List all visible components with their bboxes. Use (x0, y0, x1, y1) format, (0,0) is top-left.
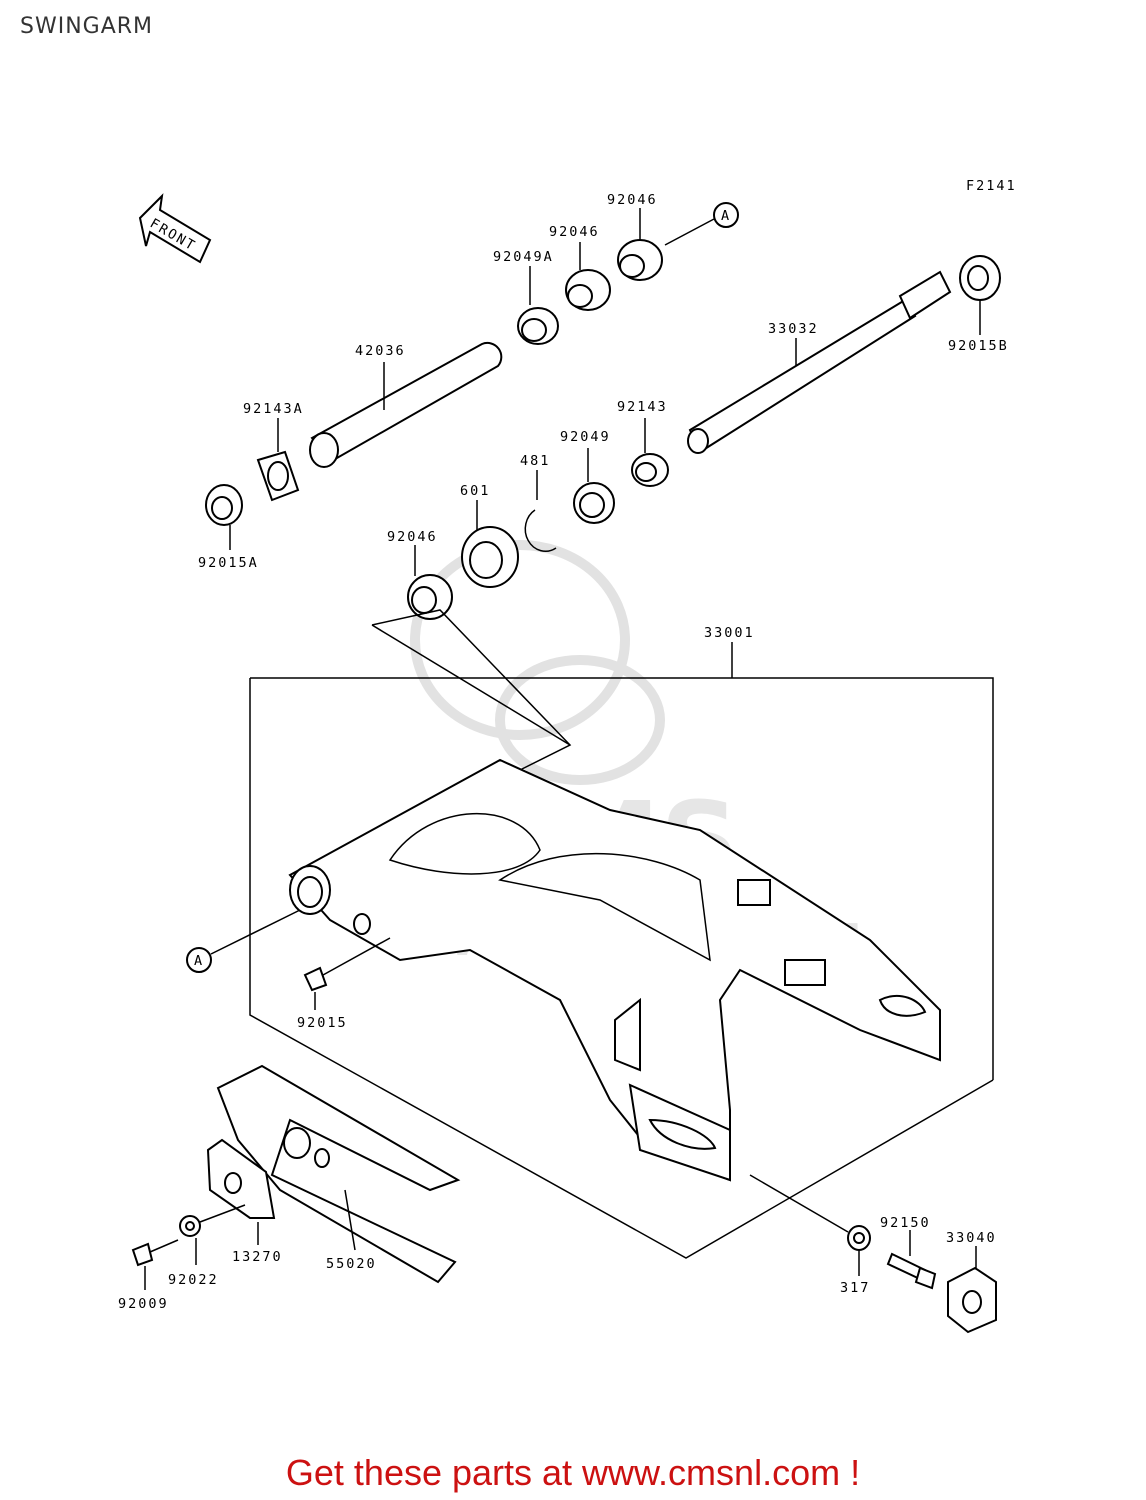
collar-92143 (631, 418, 669, 487)
footer-link[interactable]: Get these parts at www.cmsnl.com ! (285, 1452, 861, 1493)
label-92015A: 92015A (198, 555, 259, 571)
label-92049: 92049 (560, 429, 611, 445)
label-92015: 92015 (297, 1015, 348, 1031)
label-481: 481 (520, 453, 550, 469)
label-92046-mid: 92046 (549, 224, 600, 240)
label-92049A: 92049A (493, 249, 554, 265)
label-317: 317 (840, 1280, 870, 1296)
label-33001: 33001 (704, 625, 755, 641)
plate-13270 (206, 1138, 276, 1245)
needle-bearing-92046-mid (565, 242, 611, 311)
label-55020: 55020 (326, 1256, 377, 1272)
adjuster-block-33040 (947, 1246, 997, 1334)
label-92046-low: 92046 (387, 529, 438, 545)
needle-bearing-92046-low (407, 545, 453, 620)
page-title: SWINGARM (20, 14, 154, 39)
label-92046-top: 92046 (607, 192, 658, 208)
label-13270: 13270 (232, 1249, 283, 1265)
bolt-92009 (131, 1239, 179, 1290)
label-92143A: 92143A (243, 401, 304, 417)
figure-code: F2141 (966, 178, 1017, 194)
front-arrow-icon: FRONT (138, 193, 212, 264)
washer-92022 (179, 1204, 246, 1265)
label-92009: 92009 (118, 1296, 169, 1312)
ball-bearing-601 (461, 500, 519, 588)
label-33032: 33032 (768, 321, 819, 337)
ref-marker-bottom: A (186, 909, 301, 973)
label-92143: 92143 (617, 399, 668, 415)
needle-bearing-92046-top (617, 208, 663, 281)
svg-text:A: A (721, 208, 731, 224)
nut-317 (749, 1174, 871, 1276)
collar-92143A (256, 418, 300, 502)
label-42036: 42036 (355, 343, 406, 359)
label-92150: 92150 (880, 1215, 931, 1231)
label-33040: 33040 (946, 1230, 997, 1246)
svg-text:A: A (194, 953, 204, 969)
sleeve-42036 (309, 341, 503, 468)
bolt-92150 (886, 1230, 937, 1290)
circlip-481 (524, 470, 557, 552)
seal-92049A (517, 266, 559, 345)
axle-33032 (687, 270, 952, 454)
swingarm-33001 (288, 758, 941, 1182)
bolt-92015 (303, 937, 391, 1010)
label-92015B: 92015B (948, 338, 1009, 354)
label-601: 601 (460, 483, 490, 499)
label-92022: 92022 (168, 1272, 219, 1288)
nut-92015B (959, 255, 1001, 335)
assembly-bracket-33001 (249, 609, 994, 1259)
seal-92049 (573, 448, 615, 524)
ref-marker-top: A (664, 202, 739, 246)
nut-92015A (205, 484, 243, 550)
